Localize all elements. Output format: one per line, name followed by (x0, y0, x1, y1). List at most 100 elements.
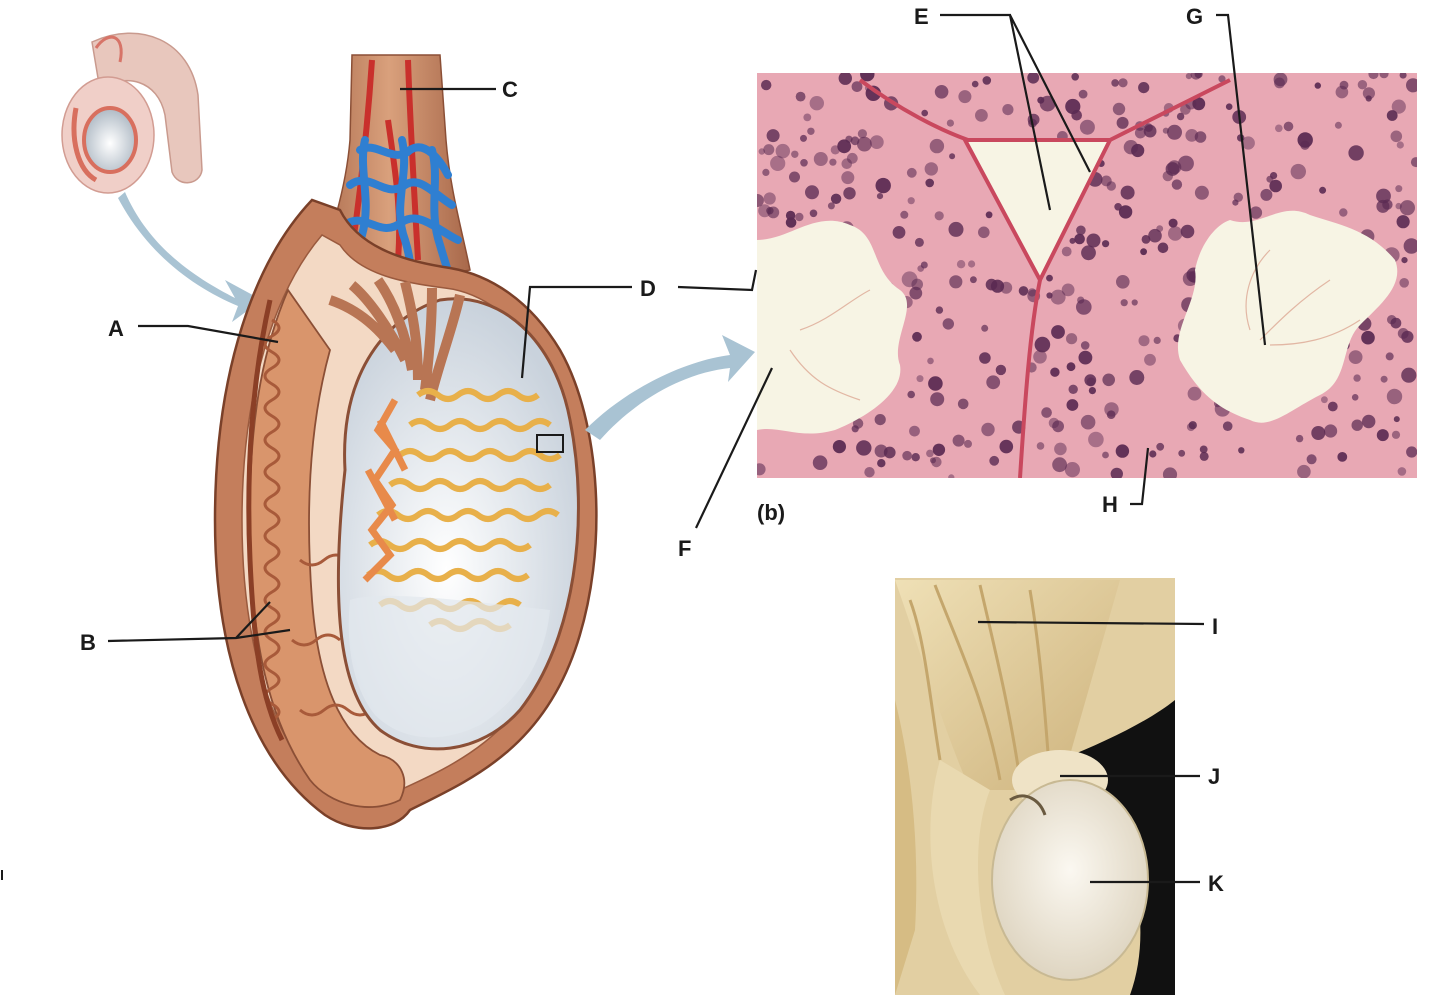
cell-nucleus (1334, 121, 1342, 129)
testis-sagittal-section (213, 54, 598, 830)
cell-nucleus (1391, 430, 1401, 439)
cell-nucleus (1157, 242, 1169, 254)
histology-sample-box (536, 434, 564, 453)
cell-nucleus (1068, 384, 1078, 394)
leader-E (940, 13, 1091, 211)
cell-nucleus (865, 85, 881, 102)
cell-nucleus (1187, 386, 1202, 401)
cell-nucleus (1401, 257, 1408, 264)
label-J: J (1060, 764, 1220, 789)
cell-nucleus (948, 474, 955, 478)
cell-nucleus (860, 73, 875, 82)
cell-nucleus (1396, 141, 1404, 149)
panel-label-b: (b) (757, 500, 785, 525)
cell-nucleus (1118, 205, 1133, 219)
cell-nucleus (1395, 202, 1402, 210)
cell-nucleus (757, 463, 766, 476)
cell-nucleus (1046, 292, 1053, 299)
cell-nucleus (1046, 274, 1053, 282)
cell-nucleus (1131, 143, 1145, 158)
cell-nucleus (970, 276, 977, 284)
cell-nucleus (1051, 325, 1065, 339)
cell-nucleus (1393, 416, 1400, 423)
cell-nucleus (1078, 350, 1093, 365)
cell-nucleus (1241, 136, 1255, 150)
cell-nucleus (766, 129, 780, 143)
cell-nucleus (812, 455, 828, 471)
cell-nucleus (845, 135, 853, 143)
cell-nucleus (775, 143, 790, 159)
cell-nucleus (1390, 130, 1403, 143)
cell-nucleus (851, 81, 863, 92)
leader-I (977, 620, 1205, 626)
cell-nucleus (1086, 233, 1101, 248)
photo-scrotal-wall (930, 760, 1005, 995)
rete-testis (362, 398, 409, 583)
cell-nucleus (927, 357, 934, 365)
cell-nucleus (1156, 442, 1165, 451)
cell-nucleus (1185, 73, 1192, 80)
seminiferous-lumen-left (757, 220, 908, 434)
cell-nucleus (1399, 278, 1409, 288)
cell-nucleus (795, 212, 804, 222)
photo-spermatic-cord-tissue (895, 580, 1120, 790)
cell-nucleus (1238, 447, 1245, 454)
cell-nucleus (1362, 87, 1375, 100)
cell-nucleus (935, 306, 944, 314)
cell-nucleus (1176, 112, 1185, 121)
leader-A (138, 324, 279, 344)
cell-nucleus (1153, 336, 1161, 344)
cell-nucleus (932, 443, 946, 456)
cell-nucleus (989, 455, 1000, 466)
cell-nucleus (979, 352, 991, 364)
cell-nucleus (1190, 73, 1202, 80)
label-G: G (1186, 4, 1267, 346)
dissection-photo (895, 578, 1175, 995)
inset-testis (82, 106, 138, 174)
cell-nucleus (830, 193, 842, 204)
cell-nucleus (1386, 110, 1398, 121)
cell-nucleus (1071, 73, 1079, 81)
cell-nucleus (1081, 245, 1096, 261)
leader-F (695, 367, 773, 529)
cell-nucleus (800, 134, 807, 142)
cell-nucleus (907, 390, 915, 399)
cell-nucleus (851, 425, 859, 433)
leader-B (107, 601, 291, 643)
cell-nucleus (1266, 175, 1274, 183)
cell-nucleus (948, 221, 964, 237)
cell-nucleus (1397, 328, 1409, 339)
cell-nucleus (990, 279, 1005, 293)
cell-nucleus (1061, 283, 1075, 297)
cell-nucleus (999, 439, 1014, 454)
cell-nucleus (1061, 246, 1072, 257)
cell-nucleus (1088, 387, 1096, 395)
cell-nucleus (1141, 235, 1151, 244)
label-D: D (520, 269, 758, 379)
photo-cord-fibers (908, 584, 1052, 781)
leader-D-to-micrograph (677, 269, 758, 292)
cell-nucleus (832, 440, 847, 454)
arrow-to-histology (585, 335, 755, 440)
cell-nucleus (1102, 451, 1109, 459)
cell-nucleus (1048, 417, 1060, 429)
inset-spermatic-cord (94, 35, 123, 63)
cell-nucleus (1149, 450, 1157, 458)
cell-nucleus (1064, 462, 1080, 478)
cell-nucleus (1167, 160, 1182, 175)
cell-nucleus (921, 109, 928, 117)
cell-nucleus (838, 73, 852, 85)
cell-nucleus (902, 450, 912, 461)
label-F-text: F (678, 536, 691, 561)
sperm-tails (789, 249, 1361, 401)
cell-nucleus (843, 187, 856, 200)
cell-nucleus (930, 392, 945, 407)
cell-nucleus (1180, 104, 1191, 115)
cell-nucleus (757, 194, 764, 207)
cell-nucleus (1131, 299, 1138, 306)
label-I: I (977, 614, 1218, 639)
cell-nucleus (1116, 275, 1130, 289)
cell-nucleus (1074, 233, 1085, 245)
cell-nucleus (1225, 103, 1233, 110)
